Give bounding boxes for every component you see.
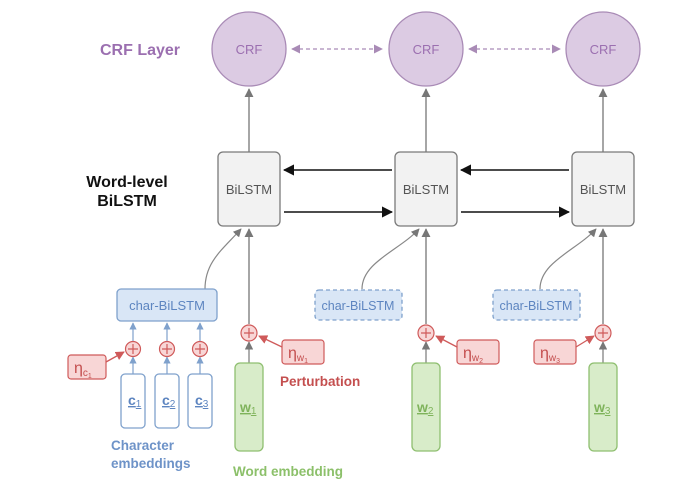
word-plus-icon-3 xyxy=(594,324,612,342)
word-noise-label-3: ηw3 xyxy=(533,339,577,365)
svg-text:ηw1: ηw1 xyxy=(288,345,308,365)
char-embedding-2: c2 xyxy=(154,373,180,429)
word-embedding-label: Word embedding xyxy=(233,464,343,479)
svg-text:w2: w2 xyxy=(416,399,434,417)
char-bilstm-label: char-BiLSTM xyxy=(322,299,395,313)
word-noise-label-1: ηw1 xyxy=(281,339,325,365)
char-noise-arrow xyxy=(105,351,125,363)
svg-text:c2: c2 xyxy=(162,392,176,410)
char-bilstm-node-1: char-BiLSTM xyxy=(116,288,218,322)
bilstm-node-3: BiLSTM xyxy=(571,151,635,227)
word-noise-arrow-3 xyxy=(575,335,595,348)
bilstm-node-label: BiLSTM xyxy=(226,182,272,197)
word-embedding-2: w2 xyxy=(411,362,441,452)
bilstm-node-1: BiLSTM xyxy=(217,151,281,227)
crf-node-label: CRF xyxy=(236,42,263,57)
char-bilstm-label: char-BiLSTM xyxy=(500,299,573,313)
word-level-label-line2: BiLSTM xyxy=(97,193,157,210)
bilstm-node-2: BiLSTM xyxy=(394,151,458,227)
word-noise-arrow-2 xyxy=(435,335,458,348)
char-to-bilstm-curve-2 xyxy=(361,228,420,290)
crf-node-2: CRF xyxy=(388,11,464,87)
crf-node-3: CRF xyxy=(565,11,641,87)
char-to-bilstm-curve-3 xyxy=(539,228,597,290)
char-plus-icon-3 xyxy=(191,340,209,358)
svg-text:c3: c3 xyxy=(195,392,209,410)
crf-node-label: CRF xyxy=(590,42,617,57)
char-bilstm-node-2: char-BiLSTM xyxy=(314,289,403,321)
bilstm-node-label: BiLSTM xyxy=(580,182,626,197)
svg-text:ηw3: ηw3 xyxy=(540,345,560,365)
char-plus-icon-1 xyxy=(124,340,142,358)
bilstm-node-label: BiLSTM xyxy=(403,182,449,197)
crf-node-label: CRF xyxy=(413,42,440,57)
word-embedding-3: w3 xyxy=(588,362,618,452)
word-level-label-line1: Word-level xyxy=(86,174,168,191)
char-plus-icon-2 xyxy=(158,340,176,358)
char-embeddings-label-line1: Character xyxy=(111,438,175,453)
word-noise-label-2: ηw2 xyxy=(456,339,500,365)
char-to-bilstm-curve-1 xyxy=(204,228,242,290)
word-embedding-1: w1 xyxy=(234,362,264,452)
word-plus-icon-2 xyxy=(417,324,435,342)
char-embedding-3: c3 xyxy=(187,373,213,429)
perturbation-label: Perturbation xyxy=(280,374,360,389)
crf-node-1: CRF xyxy=(211,11,287,87)
char-noise-label: ηc1 xyxy=(67,354,107,380)
char-bilstm-label: char-BiLSTM xyxy=(129,298,205,313)
svg-text:c1: c1 xyxy=(128,392,142,410)
svg-text:ηc1: ηc1 xyxy=(74,360,92,380)
char-embedding-1: c1 xyxy=(120,373,146,429)
crf-layer-label: CRF Layer xyxy=(100,42,180,59)
svg-text:w1: w1 xyxy=(239,399,257,417)
word-noise-arrow-1 xyxy=(258,335,283,348)
svg-text:ηw2: ηw2 xyxy=(463,345,483,365)
char-bilstm-node-3: char-BiLSTM xyxy=(492,289,581,321)
word-plus-icon-1 xyxy=(240,324,258,342)
char-embeddings-label-line2: embeddings xyxy=(111,456,191,471)
svg-text:w3: w3 xyxy=(593,399,611,417)
